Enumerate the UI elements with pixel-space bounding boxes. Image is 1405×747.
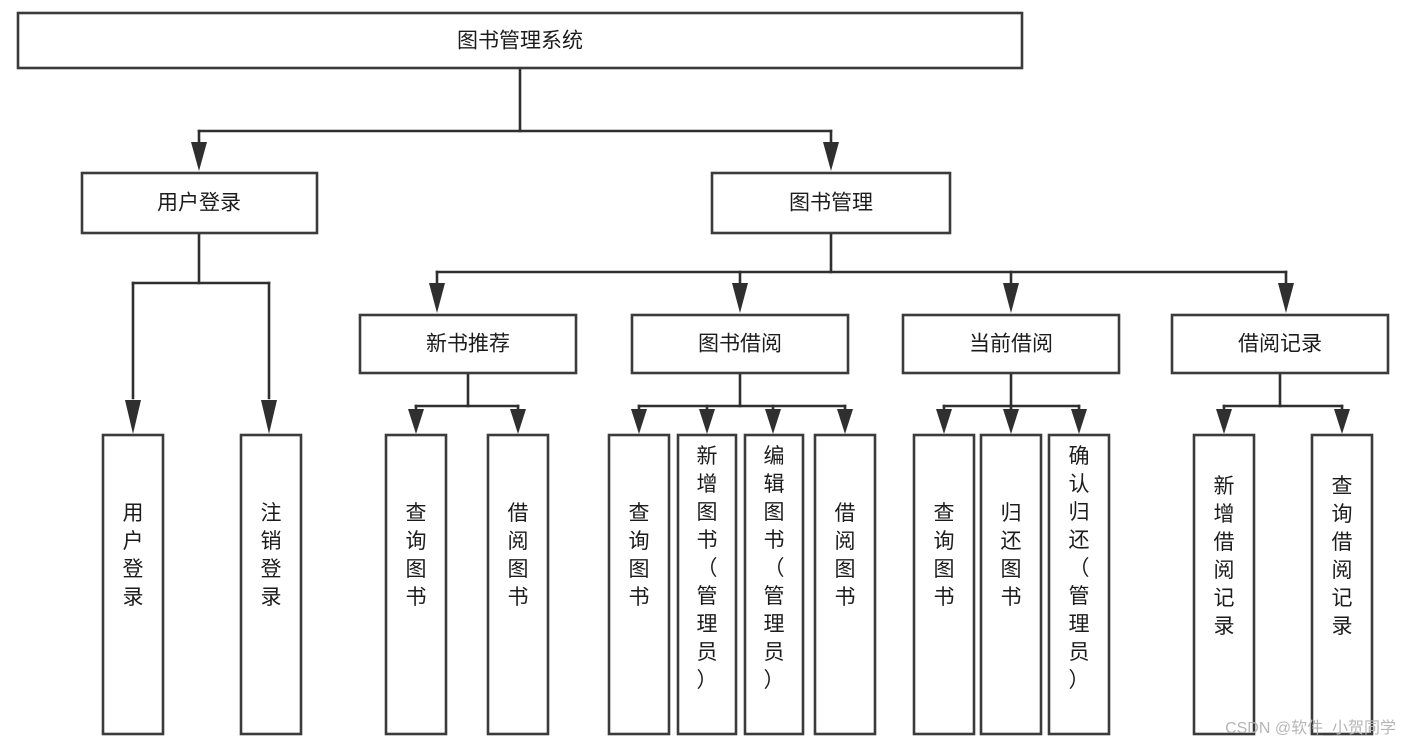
arrow-head-book-borrow-leaf-2: [699, 409, 715, 434]
leaf-borrow-record-query[interactable]: 查询借阅记录: [1310, 433, 1374, 736]
arrow-head-user-login-leaf-1: [125, 400, 141, 434]
arrow-head-new-book-leaf-1: [408, 409, 424, 434]
node-current-borrow[interactable]: 当前借阅: [901, 313, 1121, 375]
node-root-system[interactable]: 图书管理系统: [16, 11, 1024, 70]
leaf-book-borrow-borrow[interactable]: 借阅图书: [813, 433, 877, 736]
node-user-login[interactable]: 用户登录: [80, 171, 319, 235]
node-current-borrow-box[interactable]: [901, 313, 1121, 375]
arrow-head-book-borrow-leaf-4: [837, 409, 853, 434]
leaf-current-borrow-confirm[interactable]: 确认归还（管理员）: [1047, 433, 1111, 736]
node-book-management[interactable]: 图书管理: [710, 171, 952, 235]
leaf-current-borrow-confirm-label: 确认归还（管理员）: [1069, 445, 1090, 692]
node-new-book-recommend-label: 新书推荐: [426, 333, 510, 356]
arrow-head-current-borrow-leaf-2: [1003, 409, 1019, 434]
arrow-head-current-borrow-leaf-3: [1071, 409, 1087, 434]
node-root-system-box[interactable]: [16, 11, 1024, 70]
leaf-book-borrow-add-box[interactable]: [676, 433, 738, 736]
node-book-borrow-box[interactable]: [630, 313, 850, 375]
node-user-login-label: 用户登录: [157, 192, 241, 215]
leaf-current-borrow-confirm-box[interactable]: [1047, 433, 1111, 736]
connector-layer: [125, 66, 1350, 434]
arrow-head-new-book-leaf-2: [510, 409, 526, 434]
node-borrow-record-box[interactable]: [1170, 313, 1390, 375]
node-new-book-recommend[interactable]: 新书推荐: [358, 313, 578, 375]
leaf-new-book-borrow[interactable]: 借阅图书: [486, 433, 550, 736]
arrow-head-book-borrow-leaf-1: [631, 409, 647, 434]
leaf-current-borrow-query-label: 查询图书: [934, 502, 955, 609]
leaf-current-borrow-return-box[interactable]: [979, 433, 1043, 736]
node-borrow-record[interactable]: 借阅记录: [1170, 313, 1390, 375]
leaf-new-book-borrow-label: 借阅图书: [508, 502, 529, 609]
leaf-book-borrow-borrow-box[interactable]: [813, 433, 877, 736]
leaf-book-borrow-edit-box[interactable]: [743, 433, 805, 736]
node-book-borrow[interactable]: 图书借阅: [630, 313, 850, 375]
leaf-book-borrow-add-label: 新增图书（管理员）: [697, 445, 718, 692]
leaf-current-borrow-return-label: 归还图书: [1001, 502, 1022, 609]
arrow-head-borrow-record: [1278, 283, 1294, 313]
leaf-book-borrow-query[interactable]: 查询图书: [607, 433, 671, 736]
leaf-current-borrow-return[interactable]: 归还图书: [979, 433, 1043, 736]
watermark-label: CSDN @软件_小贺同学: [1225, 719, 1396, 737]
arrow-head-user-login: [191, 142, 207, 171]
leaf-new-book-query-label: 查询图书: [406, 502, 427, 609]
leaf-book-borrow-edit[interactable]: 编辑图书（管理员）: [743, 433, 805, 736]
node-current-borrow-label: 当前借阅: [969, 333, 1053, 356]
arrow-head-book-mgmt: [823, 142, 839, 171]
leaf-new-book-query[interactable]: 查询图书: [384, 433, 448, 736]
leaf-book-borrow-query-label: 查询图书: [629, 502, 650, 609]
node-borrow-record-label: 借阅记录: [1238, 333, 1322, 356]
leaf-current-borrow-query-box[interactable]: [912, 433, 976, 736]
arrow-head-borrow-record-leaf-2: [1334, 409, 1350, 434]
arrow-head-book-borrow: [732, 283, 748, 313]
leaf-new-book-borrow-box[interactable]: [486, 433, 550, 736]
leaf-user-login-login[interactable]: 用户登录: [101, 433, 165, 736]
leaf-borrow-record-add-label: 新增借阅记录: [1214, 475, 1235, 638]
leaf-user-login-login-box[interactable]: [101, 433, 165, 736]
node-new-book-recommend-box[interactable]: [358, 313, 578, 375]
node-book-management-label: 图书管理: [789, 192, 873, 215]
leaf-new-book-query-box[interactable]: [384, 433, 448, 736]
node-book-borrow-label: 图书借阅: [698, 333, 782, 356]
leaf-user-login-logout-box[interactable]: [239, 433, 303, 736]
leaf-book-borrow-borrow-label: 借阅图书: [835, 502, 856, 609]
arrow-head-current-borrow-leaf-1: [936, 409, 952, 434]
leaf-book-borrow-query-box[interactable]: [607, 433, 671, 736]
arrow-head-user-login-leaf-2: [261, 400, 277, 434]
leaf-borrow-record-add[interactable]: 新增借阅记录: [1192, 433, 1256, 736]
node-root-system-label: 图书管理系统: [457, 30, 583, 53]
arrow-head-borrow-record-leaf-1: [1216, 409, 1232, 434]
leaf-borrow-record-add-box[interactable]: [1192, 433, 1256, 736]
node-user-login-box[interactable]: [80, 171, 319, 235]
leaf-book-borrow-add[interactable]: 新增图书（管理员）: [676, 433, 738, 736]
leaf-borrow-record-query-box[interactable]: [1310, 433, 1374, 736]
leaf-user-login-login-label: 用户登录: [123, 502, 144, 609]
arrow-head-new-book: [429, 283, 445, 313]
leaf-user-login-logout-label: 注销登录: [261, 502, 282, 609]
arrow-head-book-borrow-leaf-3: [765, 409, 781, 434]
arrow-head-current-borrow: [1003, 283, 1019, 313]
leaf-borrow-record-query-label: 查询借阅记录: [1332, 475, 1353, 638]
node-book-management-box[interactable]: [710, 171, 952, 235]
leaf-book-borrow-edit-label: 编辑图书（管理员）: [764, 445, 785, 692]
leaf-user-login-logout[interactable]: 注销登录: [239, 433, 303, 736]
leaf-current-borrow-query[interactable]: 查询图书: [912, 433, 976, 736]
